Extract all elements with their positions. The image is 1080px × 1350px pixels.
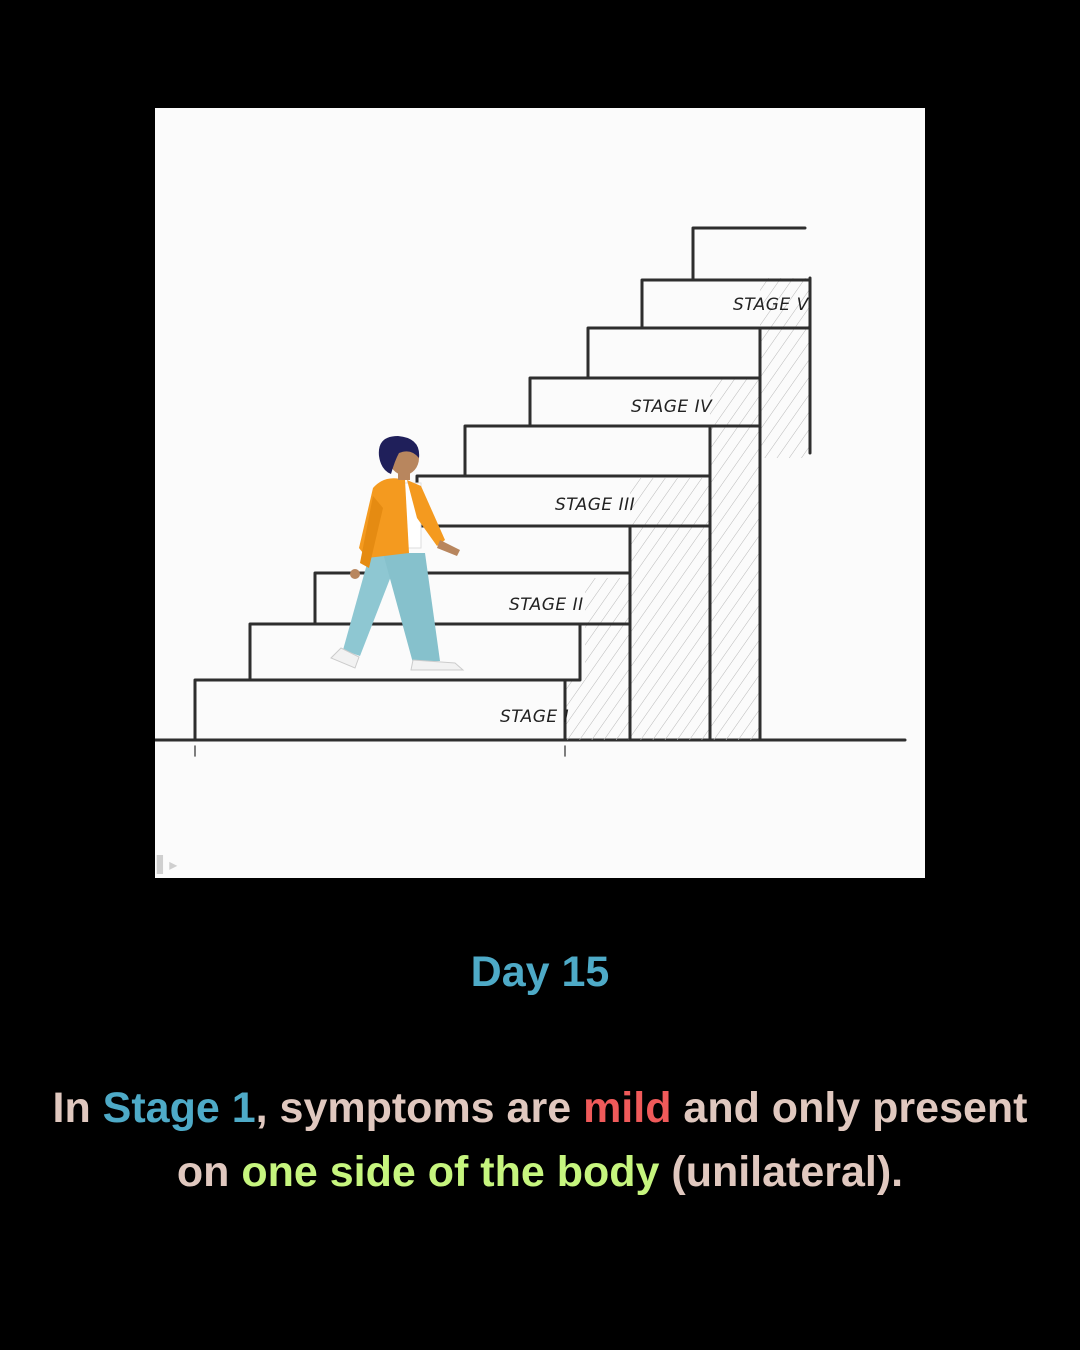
walking-person bbox=[330, 436, 465, 671]
highlight-one-side: one side of the body bbox=[241, 1148, 660, 1196]
highlight-mild: mild bbox=[583, 1084, 672, 1132]
stage-label-1: STAGE I bbox=[500, 707, 569, 727]
stage-label-4: STAGE IV bbox=[631, 397, 713, 417]
highlight-stage: Stage 1 bbox=[102, 1084, 256, 1132]
signature-mark: ▌▸ bbox=[156, 854, 177, 874]
stage-label-3: STAGE III bbox=[555, 495, 635, 515]
day-title: Day 15 bbox=[470, 948, 610, 996]
stage-label-2: STAGE II bbox=[509, 595, 584, 615]
caption-text: , symptoms are bbox=[255, 1084, 584, 1132]
riser-wall bbox=[565, 680, 585, 740]
caption-text: and only present on bbox=[176, 1084, 1028, 1196]
staircase-drawing: STAGE I STAGE II STAGE III STAGE IV STAG… bbox=[155, 226, 907, 874]
caption: In Stage 1, symptoms are mild and only p… bbox=[40, 1076, 1040, 1204]
riser-wall bbox=[585, 578, 630, 740]
riser-wall bbox=[710, 378, 760, 740]
riser-wall bbox=[630, 478, 710, 740]
staircase-illustration: STAGE I STAGE II STAGE III STAGE IV STAG… bbox=[155, 108, 925, 878]
caption-text: (unilateral). bbox=[659, 1148, 904, 1196]
stage-label-5: STAGE V bbox=[733, 295, 810, 315]
caption-text: In bbox=[52, 1084, 103, 1132]
riser-wall bbox=[760, 278, 810, 458]
